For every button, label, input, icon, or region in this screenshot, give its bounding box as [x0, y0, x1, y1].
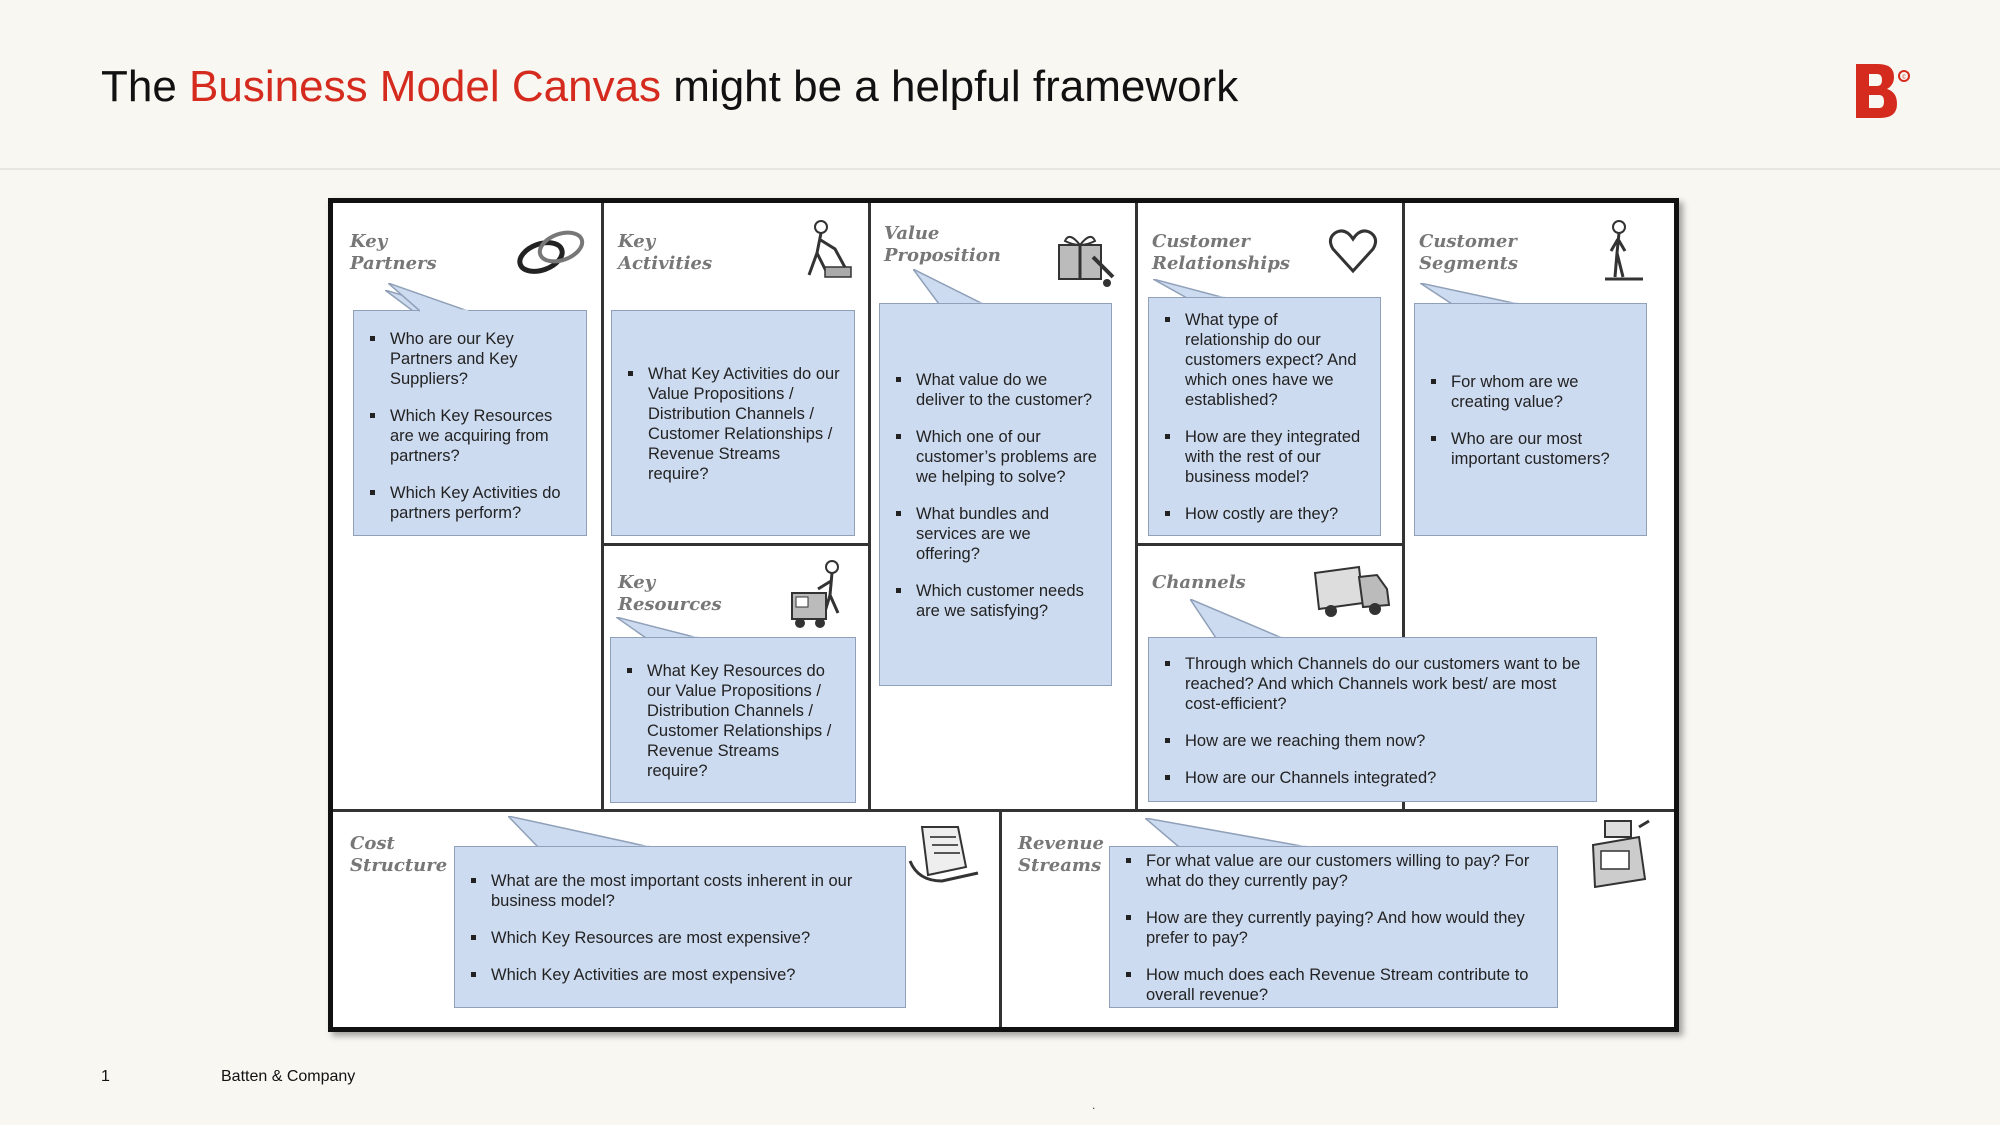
list-item: Which one of our customer’s problems are…: [896, 428, 1097, 486]
customer-segments-list: For whom are we creating value? Who are …: [1431, 372, 1632, 469]
title-part2: might be a helpful framework: [661, 62, 1239, 111]
bubble-tail: [1420, 283, 1518, 305]
header-divider: [0, 168, 2000, 170]
value-proposition-bubble: What value do we deliver to the customer…: [879, 303, 1112, 686]
truck-icon: [1313, 565, 1391, 617]
footer-dot: .: [1092, 1098, 1096, 1112]
list-item: How costly are they?: [1165, 504, 1366, 524]
list-item: How are they integrated with the rest of…: [1165, 427, 1366, 487]
revenue-streams-list: For what value are our customers willing…: [1126, 851, 1543, 1005]
list-item: How are our Channels integrated?: [1165, 768, 1582, 788]
customer-relationships-list: What type of relationship do our custome…: [1165, 310, 1366, 524]
forklift-worker-icon: [791, 560, 840, 628]
revenue-streams-bubble: For what value are our customers willing…: [1109, 846, 1558, 1008]
divider: [1402, 203, 1405, 810]
list-item: For whom are we creating value?: [1431, 372, 1632, 412]
divider: [333, 809, 1674, 812]
value-proposition-list: What value do we deliver to the customer…: [896, 370, 1097, 621]
list-item: Who are our Key Partners and Key Supplie…: [370, 329, 572, 389]
key-resources-list: What Key Resources do our Value Proposit…: [627, 661, 841, 781]
bubble-tail: [616, 617, 698, 639]
cost-structure-bubble: What are the most important costs inhere…: [454, 846, 906, 1008]
bubble-tail: [508, 816, 650, 848]
channels-bubble: Through which Channels do our customers …: [1148, 637, 1597, 802]
list-item: Which Key Resources are we acquiring fro…: [370, 406, 572, 466]
list-item: Who are our most important customers?: [1431, 429, 1632, 469]
key-partners-list: Who are our Key Partners and Key Supplie…: [370, 329, 572, 523]
divider: [1135, 543, 1405, 546]
cost-structure-list: What are the most important costs inhere…: [471, 871, 891, 985]
channels-list: Through which Channels do our customers …: [1165, 654, 1582, 788]
list-item: What bundles and services are we offerin…: [896, 504, 1097, 564]
divider: [1135, 203, 1138, 810]
key-resources-bubble: What Key Resources do our Value Proposit…: [610, 637, 856, 803]
bubble-tail: [1145, 818, 1307, 848]
customer-relationships-bubble: What type of relationship do our custome…: [1148, 297, 1381, 536]
key-partners-bubble: Who are our Key Partners and Key Supplie…: [353, 310, 587, 536]
list-item: Which Key Activities do partners perform…: [370, 483, 572, 523]
key-activities-bubble: What Key Activities do our Value Proposi…: [611, 310, 855, 536]
divider: [601, 203, 604, 810]
key-activities-list: What Key Activities do our Value Proposi…: [628, 364, 840, 484]
list-item: Through which Channels do our customers …: [1165, 654, 1581, 713]
gift-icon: [1058, 235, 1115, 287]
list-item: What are the most important costs inhere…: [471, 871, 891, 911]
chain-link-icon: [517, 230, 585, 274]
person-icon: [1605, 220, 1643, 281]
heart-icon: [1328, 229, 1378, 274]
cash-register-icon: [1591, 819, 1650, 889]
list-item: What type of relationship do our custome…: [1165, 310, 1366, 410]
list-item: How are we reaching them now?: [1165, 731, 1582, 751]
svg-text:c: c: [1902, 74, 1906, 81]
list-item: How much does each Revenue Stream contri…: [1126, 965, 1543, 1005]
company-name: Batten & Company: [221, 1068, 356, 1085]
divider: [999, 811, 1002, 1027]
list-item: How are they currently paying? And how w…: [1126, 908, 1543, 948]
bubble-tail: [1153, 279, 1225, 299]
page-number: 1: [101, 1068, 110, 1085]
title-part1: The: [101, 62, 190, 111]
bubble-tail: [388, 283, 468, 312]
page-title: The Business Model Canvas might be a hel…: [101, 62, 1238, 112]
list-item: What Key Activities do our Value Proposi…: [628, 365, 840, 483]
divider: [868, 203, 871, 810]
list-item: Which Key Activities are most expensive?: [471, 965, 891, 985]
bubble-tail: [1190, 599, 1282, 639]
batten-b-logo-icon: c: [1856, 64, 1910, 118]
divider: [601, 543, 871, 546]
list-item: Which Key Resources are most expensive?: [471, 928, 891, 948]
worker-icon: [807, 220, 852, 278]
title-accent: Business Model Canvas: [189, 62, 662, 111]
list-item: What Key Resources do our Value Proposit…: [627, 661, 841, 781]
channels-title: Channels: [1152, 572, 1246, 593]
list-item: What value do we deliver to the customer…: [896, 370, 1097, 410]
list-item: For what value are our customers willing…: [1126, 851, 1543, 891]
receipt-icon: [908, 826, 979, 883]
bubble-tail: [913, 269, 983, 305]
list-item: Which customer needs are we satisfying?: [896, 581, 1097, 621]
customer-segments-bubble: For whom are we creating value? Who are …: [1414, 303, 1647, 536]
